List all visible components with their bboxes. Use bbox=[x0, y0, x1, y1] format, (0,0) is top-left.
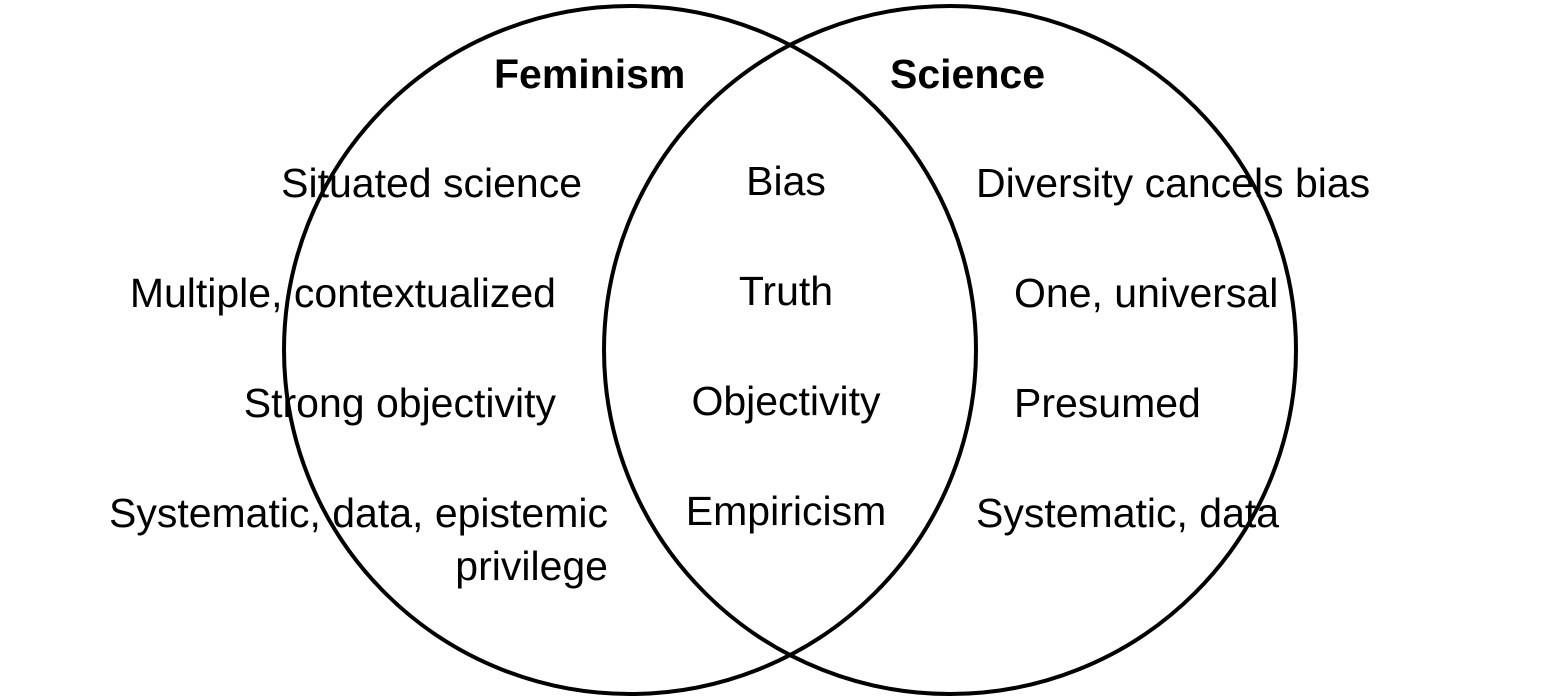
left-item-systematic-line2: privilege bbox=[455, 543, 608, 590]
right-item-one-universal: One, universal bbox=[1014, 270, 1279, 316]
feminism-title: Feminism bbox=[494, 51, 686, 97]
feminism-circle bbox=[282, 4, 978, 696]
left-item-situated-science: Situated science bbox=[281, 160, 582, 206]
center-item-truth: Truth bbox=[738, 268, 834, 314]
right-item-systematic-data: Systematic, data bbox=[976, 490, 1280, 536]
left-item-strong-objectivity: Strong objectivity bbox=[243, 380, 556, 426]
center-item-bias: Bias bbox=[746, 158, 826, 204]
science-circle bbox=[602, 4, 1298, 696]
right-item-presumed: Presumed bbox=[1014, 380, 1201, 426]
science-title: Science bbox=[890, 51, 1045, 97]
left-item-systematic-epistemic: Systematic, data, epistemic privilege bbox=[109, 487, 608, 594]
left-item-multiple-contextualized: Multiple, contextualized bbox=[129, 270, 556, 316]
center-item-objectivity: Objectivity bbox=[691, 378, 881, 424]
center-item-empiricism: Empiricism bbox=[685, 488, 887, 534]
right-item-diversity-cancels-bias: Diversity cancels bias bbox=[976, 160, 1371, 206]
left-item-systematic-line1: Systematic, data, epistemic bbox=[108, 490, 608, 536]
